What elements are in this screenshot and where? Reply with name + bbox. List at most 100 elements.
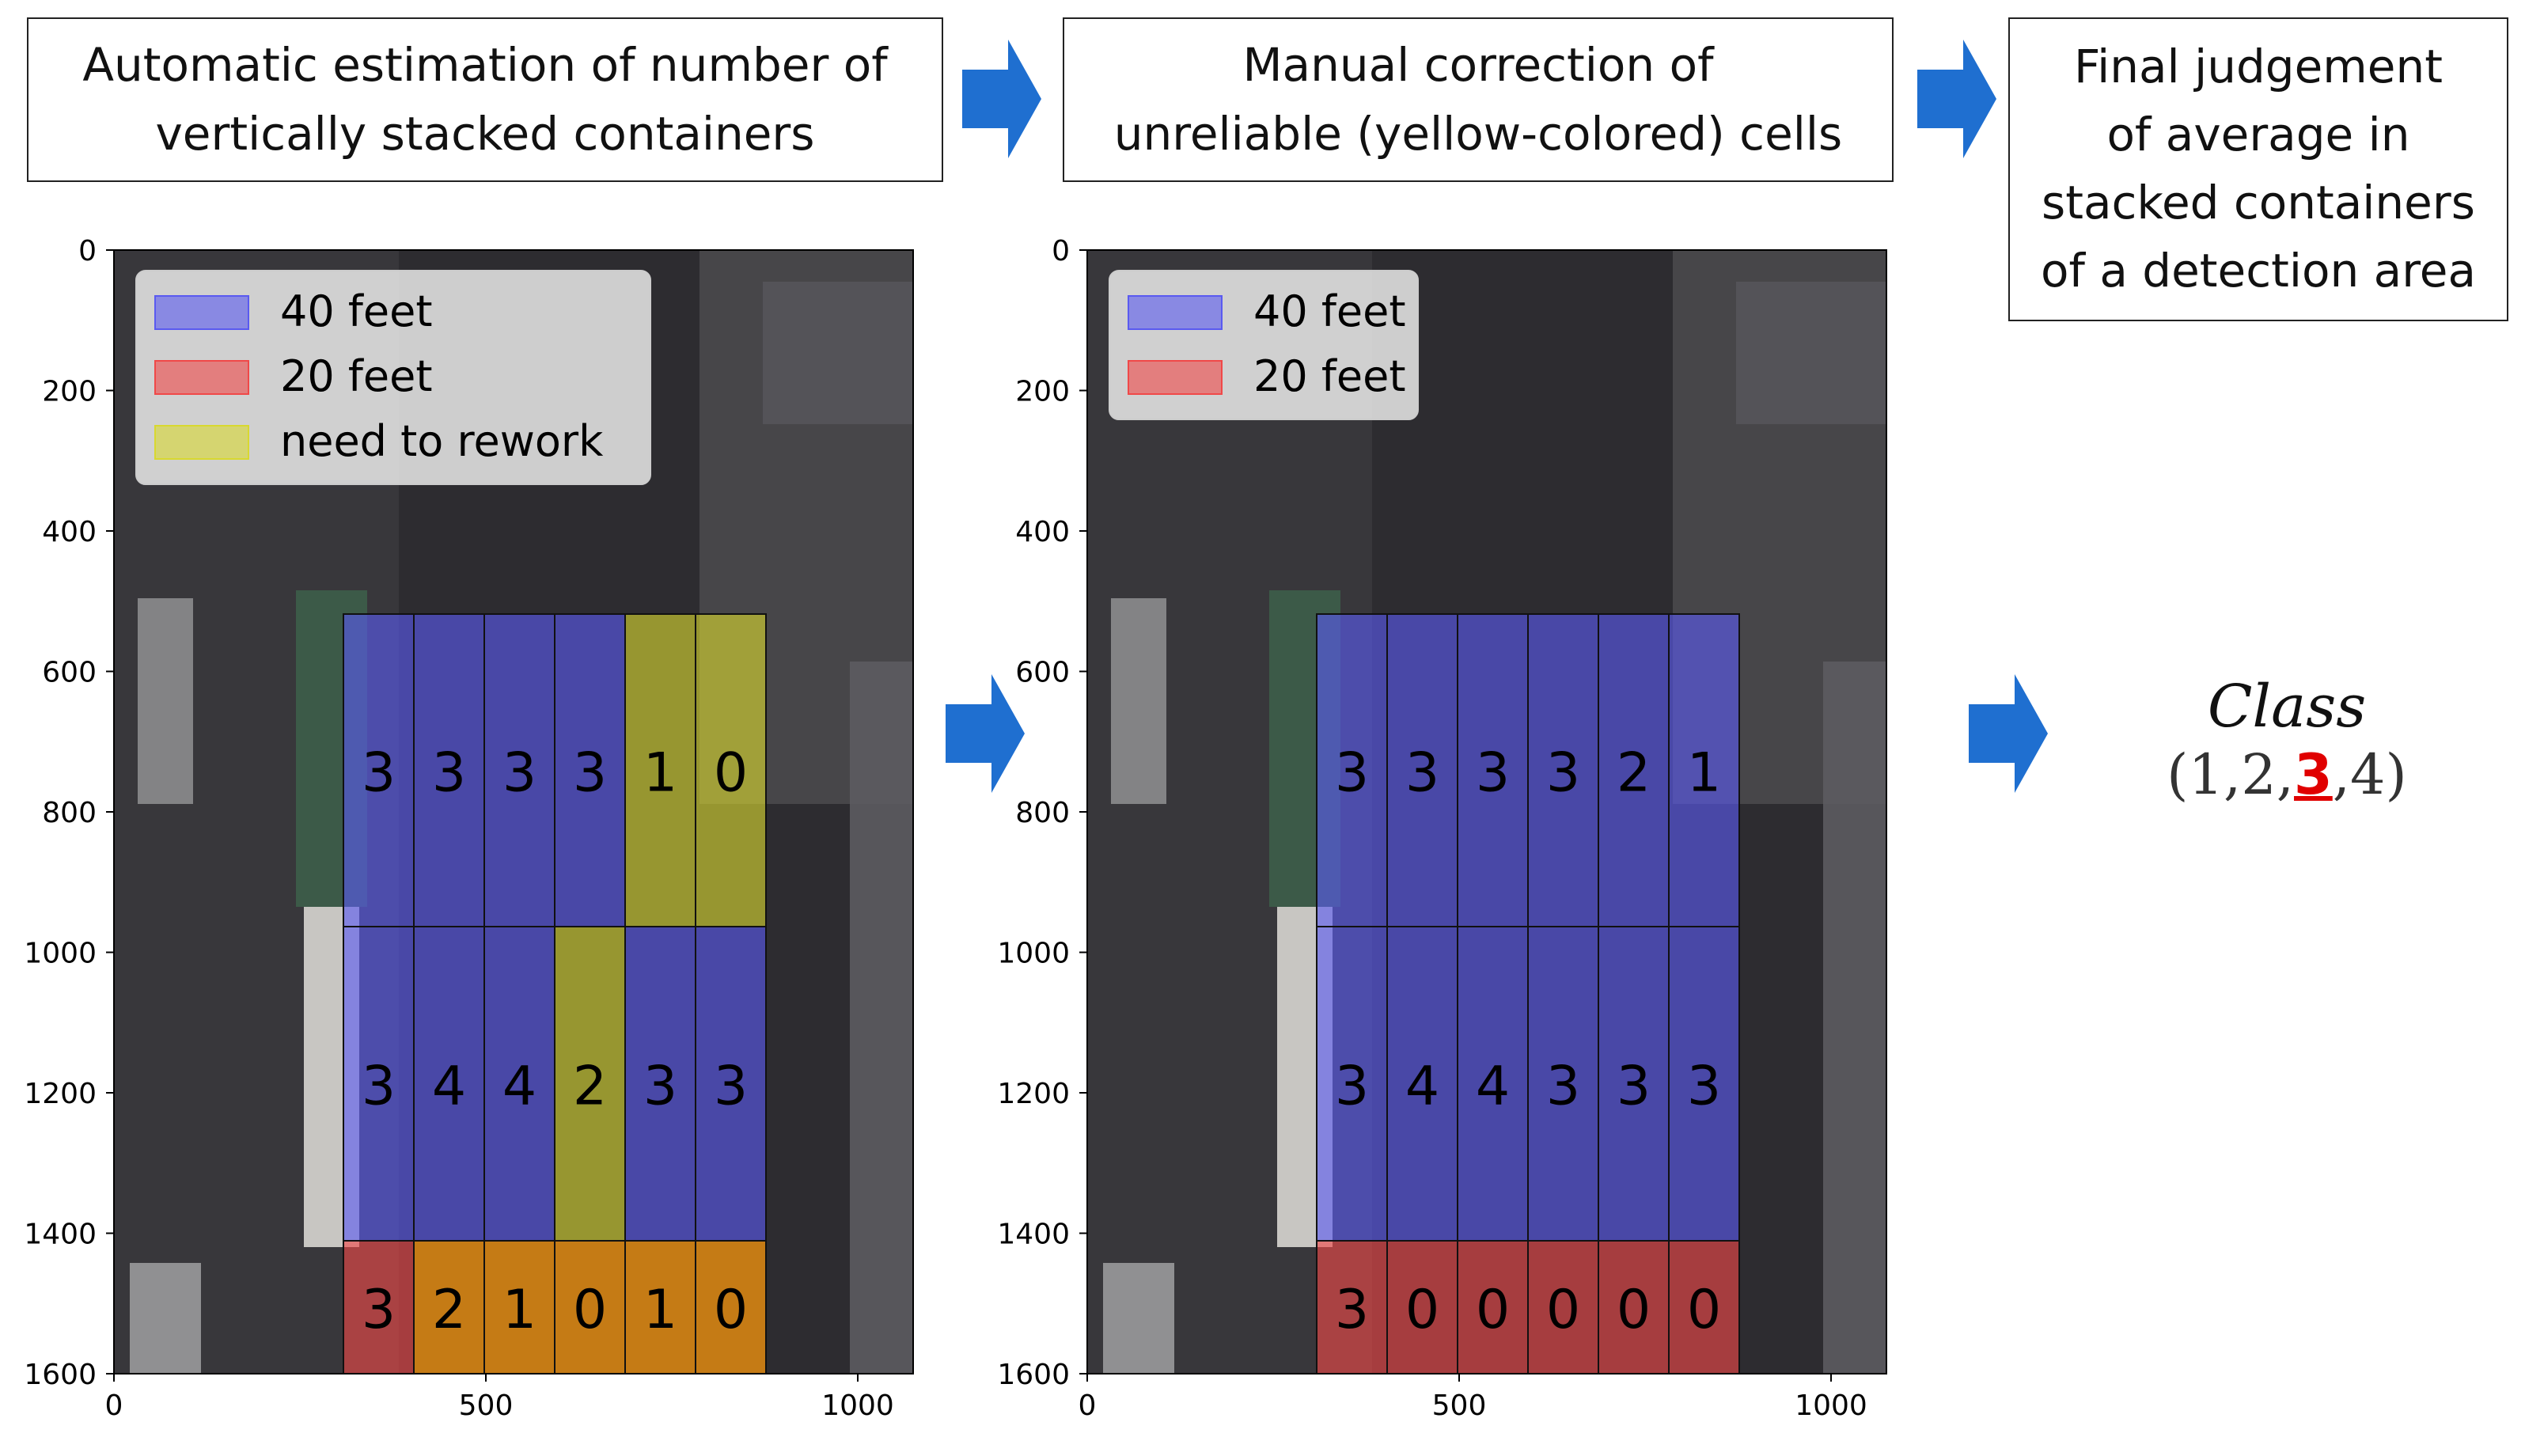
stack-count-label: 0 xyxy=(714,742,748,805)
x-tick-label: 500 xyxy=(1432,1390,1487,1422)
stack-count-label: 0 xyxy=(1546,1279,1580,1341)
container-cell xyxy=(695,613,767,927)
container-cell xyxy=(1527,1240,1599,1374)
y-tick-label: 400 xyxy=(42,516,97,548)
x-tick-label: 1000 xyxy=(1795,1390,1867,1422)
stack-count-label: 0 xyxy=(1405,1279,1439,1341)
legend-box xyxy=(135,270,651,485)
y-tick-label: 1200 xyxy=(997,1078,1070,1110)
arrow-right-icon xyxy=(946,674,1025,793)
arrow-right-icon xyxy=(1917,40,1996,158)
image-texture xyxy=(1103,1263,1174,1374)
step-text-line: of average in xyxy=(2106,108,2410,162)
y-tick-label: 800 xyxy=(42,797,97,829)
class-label: Class xyxy=(2207,673,2367,741)
container-cell xyxy=(1457,613,1529,927)
stack-count-label: 2 xyxy=(573,1056,607,1118)
x-tick-label: 500 xyxy=(459,1390,514,1422)
step-text-line: vertically stacked containers xyxy=(155,107,815,161)
container-cell xyxy=(343,1240,415,1374)
image-texture xyxy=(130,1263,201,1374)
container-cell xyxy=(413,1240,485,1374)
container-cell xyxy=(624,926,696,1242)
step-text-line: Manual correction of xyxy=(1242,38,1714,92)
stack-count-label: 3 xyxy=(1476,742,1510,805)
stack-count-label: 4 xyxy=(502,1056,536,1118)
container-cell xyxy=(483,1240,555,1374)
class-result: Class (1,2,3,4) xyxy=(2136,673,2437,807)
step-box-final-judgement: Final judgement of average in stacked co… xyxy=(2008,17,2508,321)
container-cell xyxy=(1316,926,1388,1242)
y-tick-label: 200 xyxy=(1015,376,1070,408)
legend-label: 40 feet xyxy=(280,286,433,336)
stack-count-label: 0 xyxy=(1476,1279,1510,1341)
container-cell xyxy=(1386,926,1458,1242)
legend-swatch xyxy=(1128,360,1223,395)
legend-swatch xyxy=(154,295,249,330)
stack-count-label: 1 xyxy=(1687,742,1721,805)
stack-count-label: 3 xyxy=(1335,1279,1369,1341)
stack-count-label: 1 xyxy=(643,1279,677,1341)
y-tick-label: 800 xyxy=(1015,797,1070,829)
step-text-line: Final judgement xyxy=(2074,40,2443,94)
image-texture xyxy=(763,282,913,424)
y-tick-label: 1000 xyxy=(24,938,97,970)
legend-label: 20 feet xyxy=(280,351,433,401)
y-tick-label: 600 xyxy=(42,657,97,689)
class-open: (1,2, xyxy=(2167,742,2295,807)
container-cell xyxy=(1668,1240,1740,1374)
y-tick-label: 1400 xyxy=(24,1219,97,1251)
stack-count-label: 3 xyxy=(502,742,536,805)
stack-count-label: 3 xyxy=(573,742,607,805)
stack-count-label: 0 xyxy=(714,1279,748,1341)
stack-count-label: 0 xyxy=(1687,1279,1721,1341)
container-cell xyxy=(1316,613,1388,927)
stack-count-label: 3 xyxy=(1546,742,1580,805)
class-set: (1,2,3,4) xyxy=(2136,742,2437,807)
container-cell xyxy=(1527,613,1599,927)
stack-count-label: 4 xyxy=(1476,1056,1510,1118)
container-cell xyxy=(343,926,415,1242)
arrow-right-icon xyxy=(962,40,1041,158)
y-tick-label: 200 xyxy=(42,376,97,408)
container-cell xyxy=(1598,926,1670,1242)
stack-count-label: 0 xyxy=(1617,1279,1651,1341)
stack-count-label: 3 xyxy=(1335,1056,1369,1118)
container-cell xyxy=(554,1240,626,1374)
image-texture xyxy=(138,598,193,804)
y-tick-label: 1600 xyxy=(24,1359,97,1391)
legend-swatch xyxy=(154,360,249,395)
stack-count-label: 3 xyxy=(362,1279,396,1341)
y-tick-label: 1000 xyxy=(997,938,1070,970)
legend-swatch xyxy=(154,425,249,460)
stack-count-label: 3 xyxy=(1687,1056,1721,1118)
container-cell xyxy=(624,1240,696,1374)
step-box-auto-estimation: Automatic estimation of number of vertic… xyxy=(27,17,943,182)
stack-count-label: 3 xyxy=(362,1056,396,1118)
stack-count-label: 3 xyxy=(362,742,396,805)
container-cell xyxy=(695,1240,767,1374)
stack-count-label: 4 xyxy=(1405,1056,1439,1118)
legend-label: 20 feet xyxy=(1253,351,1406,401)
arrow-right-icon xyxy=(1969,674,2048,793)
container-cell xyxy=(554,613,626,927)
y-tick-label: 1600 xyxy=(997,1359,1070,1391)
step-text-line: of a detection area xyxy=(2040,243,2476,298)
stack-count-label: 2 xyxy=(432,1279,466,1341)
step-text-line: Automatic estimation of number of xyxy=(82,38,888,92)
container-cell xyxy=(1598,1240,1670,1374)
x-tick-label: 1000 xyxy=(821,1390,894,1422)
x-tick-label: 0 xyxy=(105,1390,123,1422)
stack-count-label: 1 xyxy=(502,1279,536,1341)
container-cell xyxy=(1457,926,1529,1242)
stack-count-label: 3 xyxy=(432,742,466,805)
container-cell xyxy=(1316,1240,1388,1374)
y-tick-label: 1400 xyxy=(997,1219,1070,1251)
stack-count-label: 3 xyxy=(1405,742,1439,805)
step-box-manual-correction: Manual correction of unreliable (yellow-… xyxy=(1063,17,1894,182)
image-texture xyxy=(850,662,913,1374)
stack-count-label: 4 xyxy=(432,1056,466,1118)
legend-label: 40 feet xyxy=(1253,286,1406,336)
stack-count-label: 3 xyxy=(1335,742,1369,805)
class-selected: 3 xyxy=(2294,742,2333,807)
